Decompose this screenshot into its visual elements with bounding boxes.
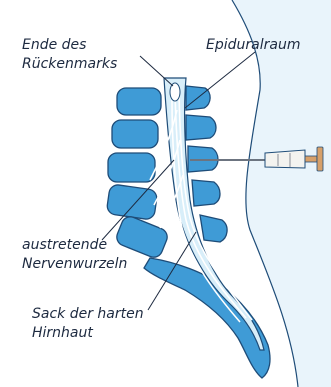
spinous-process-5 (200, 215, 227, 242)
label-dural-sac: Sack der harten Hirnhaut (32, 305, 144, 343)
spinous-process-4 (192, 180, 220, 206)
vertebra-l2 (112, 120, 158, 148)
label-exiting-nerve-roots: austretende Nervenwurzeln (22, 236, 127, 274)
label-end-of-spinal-cord-line2: Rückenmarks (22, 55, 117, 74)
label-epidural-space-text: Epiduralraum (206, 36, 300, 55)
label-epidural-space: Epiduralraum (206, 36, 300, 55)
label-dural-sac-line2: Hirnhaut (32, 324, 144, 343)
spinous-process-2 (186, 115, 216, 140)
syringe-barrel (265, 150, 305, 168)
spinal-cord-end (170, 83, 180, 101)
syringe-plunger-head (317, 147, 323, 171)
leader-spinal-cord-end (140, 56, 173, 86)
vertebra-l1 (117, 88, 161, 115)
label-dural-sac-line1: Sack der harten (32, 305, 144, 324)
leader-epidural-space (185, 52, 255, 108)
label-end-of-spinal-cord-line1: Ende des (22, 36, 117, 55)
vertebra-l4 (106, 184, 158, 220)
vertebra-l3 (108, 153, 155, 182)
label-exiting-nerve-roots-line1: austretende (22, 236, 127, 255)
syringe-plunger-rod (305, 156, 317, 162)
label-exiting-nerve-roots-line2: Nervenwurzeln (22, 255, 127, 274)
label-end-of-spinal-cord: Ende des Rückenmarks (22, 36, 117, 74)
